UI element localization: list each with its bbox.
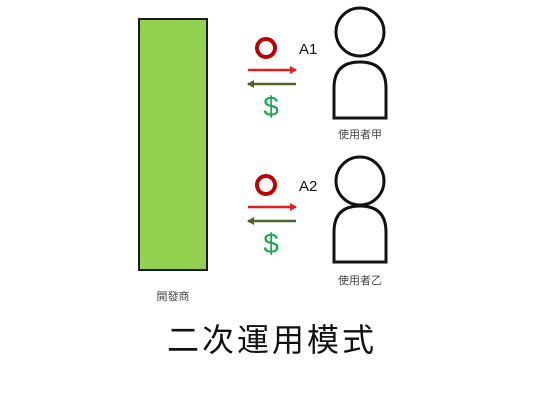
developer-block <box>138 18 208 271</box>
dollar-sign-icon: $ <box>263 228 279 259</box>
user-b-label: 使用者乙 <box>338 274 382 287</box>
person-body-icon <box>332 204 388 264</box>
dollar-sign-icon: $ <box>263 91 279 122</box>
red-ring-icon <box>255 37 277 59</box>
person-head-icon <box>334 6 386 58</box>
transaction-row-a: A1 $ <box>247 37 317 122</box>
user-a-figure <box>332 6 388 120</box>
person-body-icon <box>332 60 388 120</box>
person-head-icon <box>334 155 386 207</box>
user-a-label: 使用者甲 <box>338 128 382 141</box>
user-b-figure <box>332 155 388 264</box>
transaction-row-b: A2 $ <box>247 174 317 259</box>
app-label-a2: A2 <box>299 178 317 195</box>
red-ring-icon <box>255 174 277 196</box>
diagram-title: 二次運用模式 <box>167 321 377 359</box>
developer-label: 開發商 <box>157 289 190 303</box>
app-label-a1: A1 <box>299 41 317 58</box>
